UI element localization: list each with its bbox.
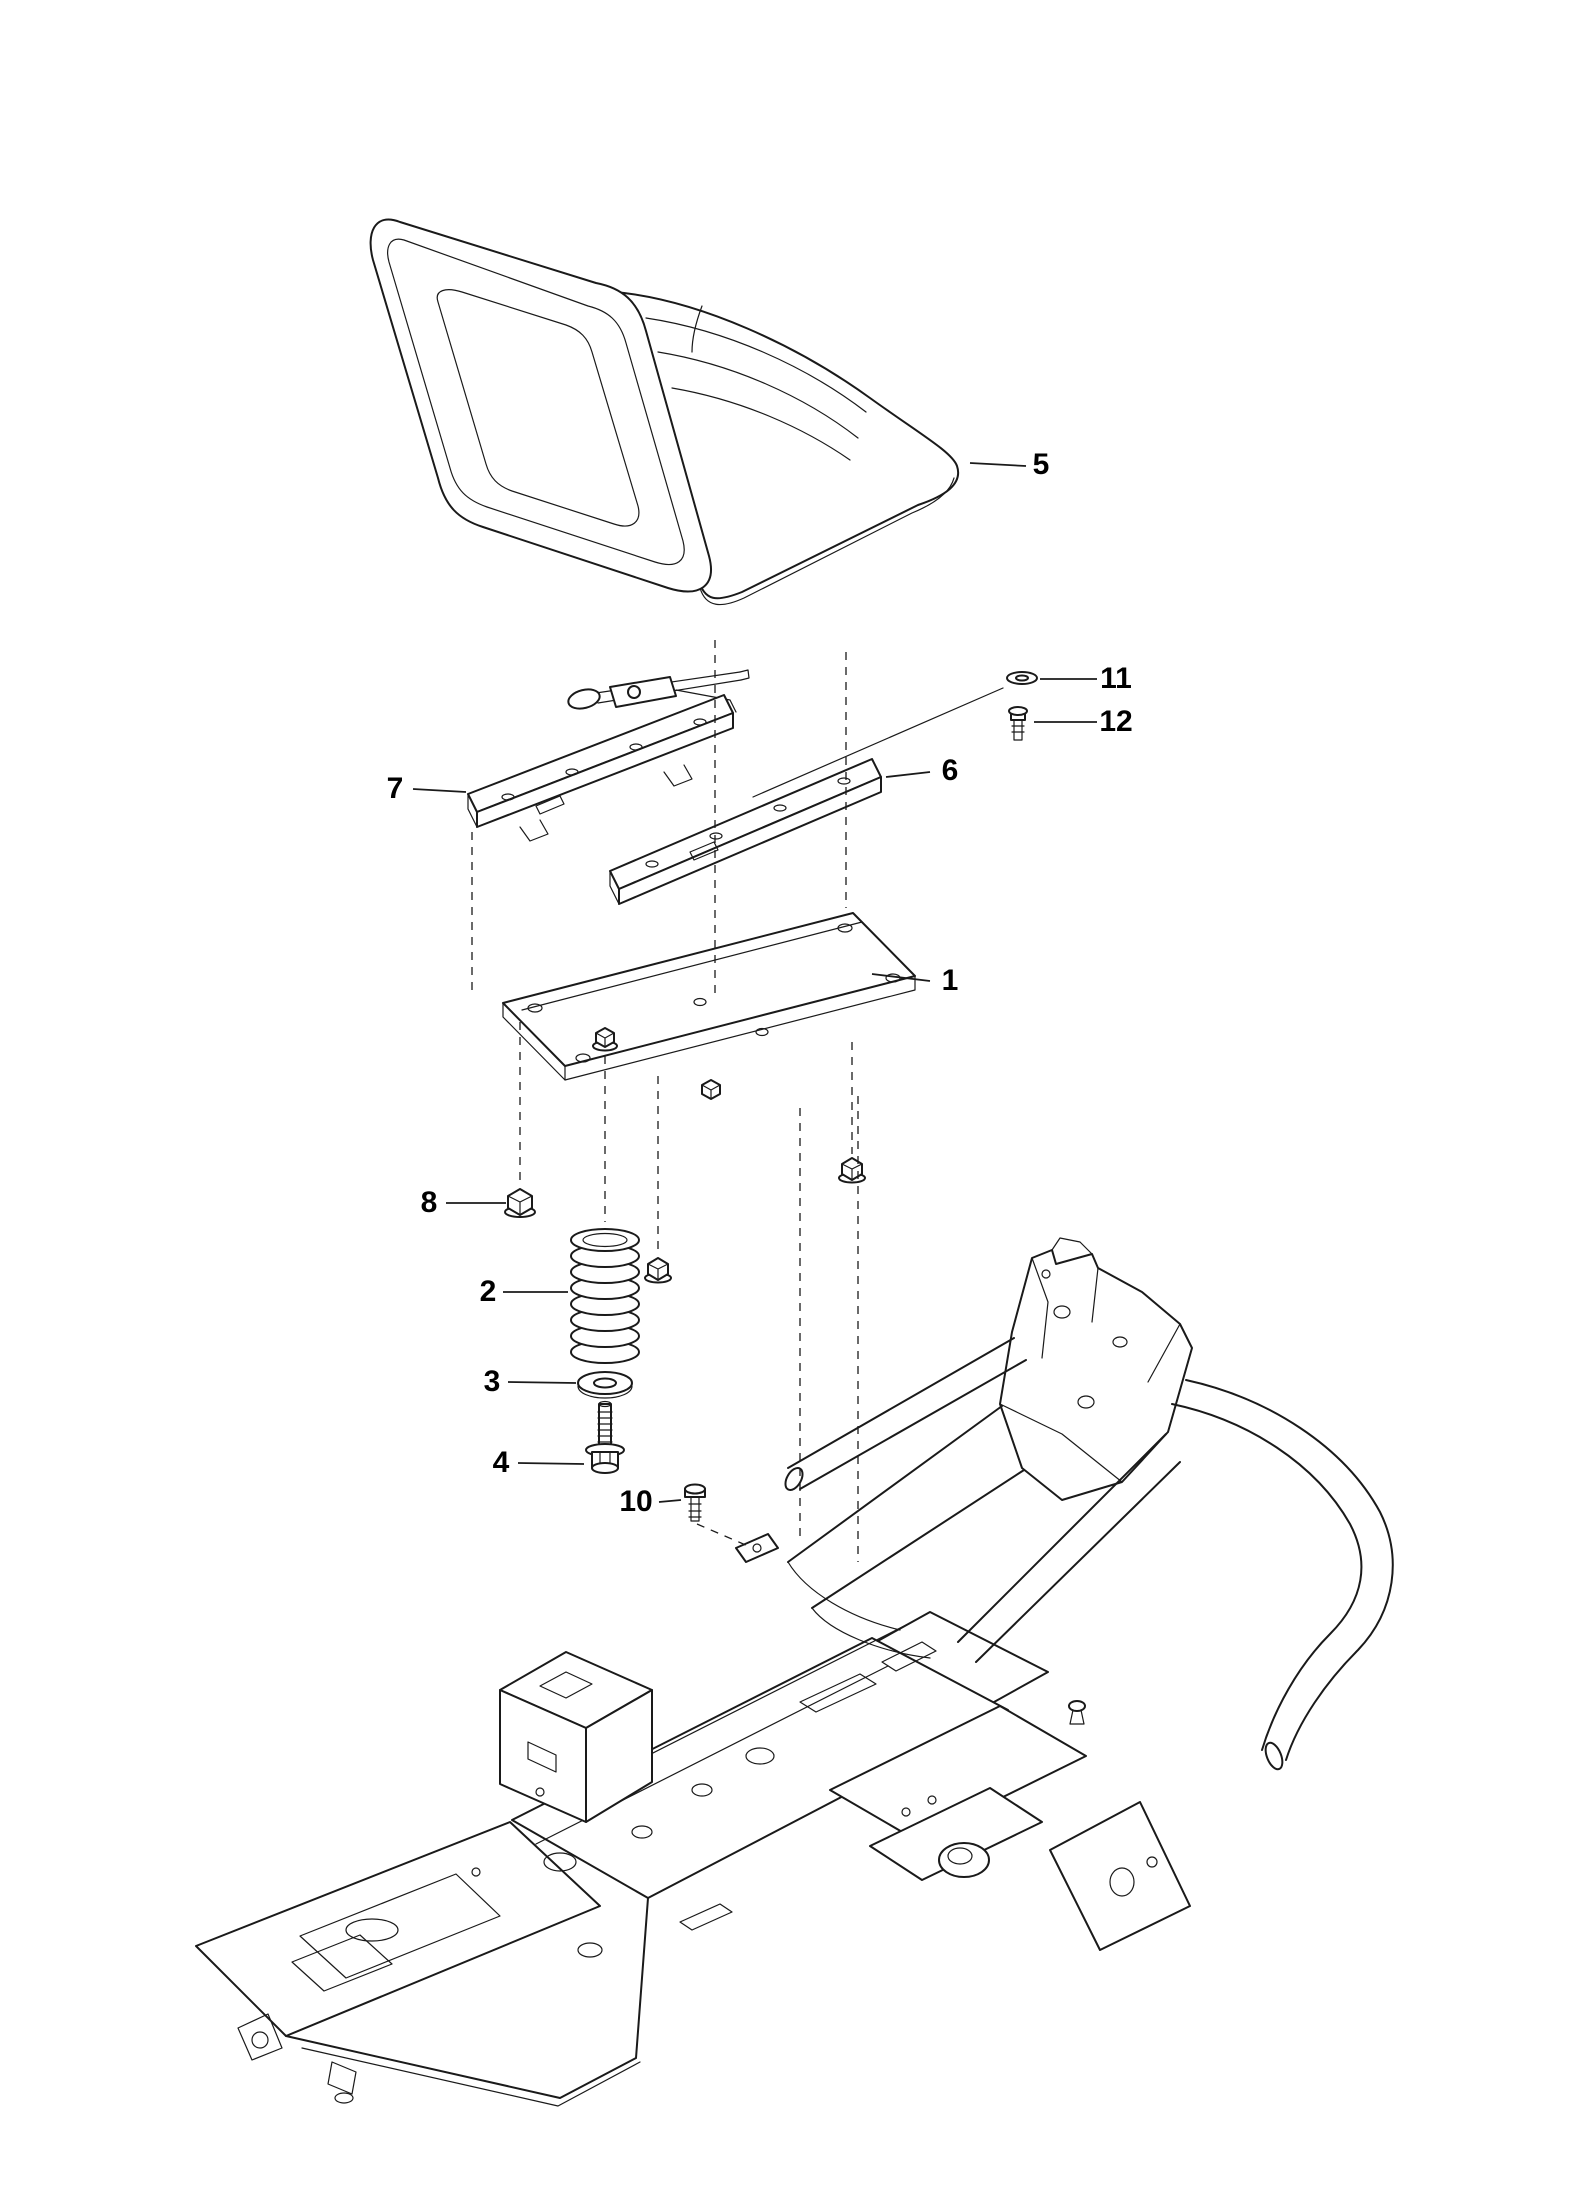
washer-11 xyxy=(1006,671,1038,685)
seat-adjuster xyxy=(567,669,750,713)
seat-plate xyxy=(502,912,916,1081)
callout-3: 3 xyxy=(483,1365,501,1398)
callout-2: 2 xyxy=(479,1275,497,1308)
callout-leader-lines xyxy=(412,462,1097,1503)
chassis-frame xyxy=(195,1237,1394,2107)
seat-part xyxy=(369,218,960,606)
callout-8: 8 xyxy=(420,1186,438,1219)
nut xyxy=(838,1157,866,1184)
screw-10 xyxy=(684,1483,706,1522)
nut-8 xyxy=(504,1188,536,1218)
seat-rail-right xyxy=(609,758,882,905)
screw-12 xyxy=(1008,706,1028,741)
callout-5: 5 xyxy=(1032,448,1050,481)
bolt-4 xyxy=(585,1400,625,1474)
callout-4: 4 xyxy=(492,1446,510,1479)
callout-10: 10 xyxy=(619,1485,653,1518)
alignment-dashed-lines xyxy=(471,640,859,1562)
callout-12: 12 xyxy=(1099,705,1133,738)
callout-1: 1 xyxy=(941,964,959,997)
seat-rail-left xyxy=(467,694,734,842)
callout-11: 11 xyxy=(1100,662,1132,695)
spring-part xyxy=(570,1228,640,1364)
callout-7: 7 xyxy=(386,772,404,805)
washer-3 xyxy=(577,1371,633,1399)
nut xyxy=(644,1257,672,1284)
nut xyxy=(701,1079,721,1100)
callout-6: 6 xyxy=(941,754,959,787)
